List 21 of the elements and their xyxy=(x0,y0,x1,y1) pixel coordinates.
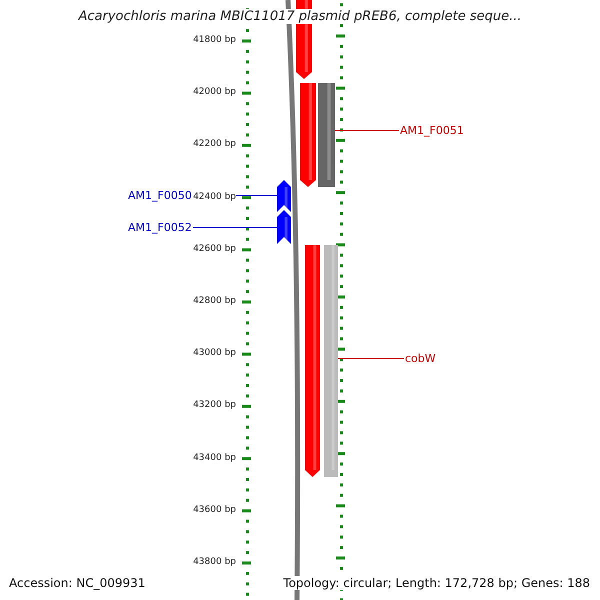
gene-label: AM1_F0050 xyxy=(128,189,192,202)
tick-label: 42200 bp xyxy=(193,139,236,150)
tick-label: 42600 bp xyxy=(193,244,236,254)
leader-line xyxy=(338,358,404,359)
tick-label: 43600 bp xyxy=(193,504,236,515)
gene-label: AM1_F0052 xyxy=(128,221,192,234)
tick-label: 43400 bp xyxy=(193,452,236,463)
footer-text: Topology: circular; Length: 172,728 bp; Genes: 188 xyxy=(283,576,590,590)
leader-line xyxy=(334,130,400,131)
leader-line xyxy=(192,227,278,228)
gene-label: cobW xyxy=(405,352,436,365)
tick-label: 42800 bp xyxy=(193,296,236,306)
footer-text: Accession: NC_009931 xyxy=(9,576,146,590)
tick-label: 41800 bp xyxy=(193,35,236,45)
tick-label: 42000 bp xyxy=(193,87,236,98)
tick-label: 43800 bp xyxy=(193,557,236,567)
tick-label: 43200 bp xyxy=(193,400,236,410)
title: Acaryochloris marina MBIC11017 plasmid pREB6, complete seque... xyxy=(78,9,522,24)
tick-label: 42400 bp xyxy=(193,192,236,202)
gene-label: AM1_F0051 xyxy=(400,124,464,137)
tick-label: 43000 bp xyxy=(193,348,236,358)
